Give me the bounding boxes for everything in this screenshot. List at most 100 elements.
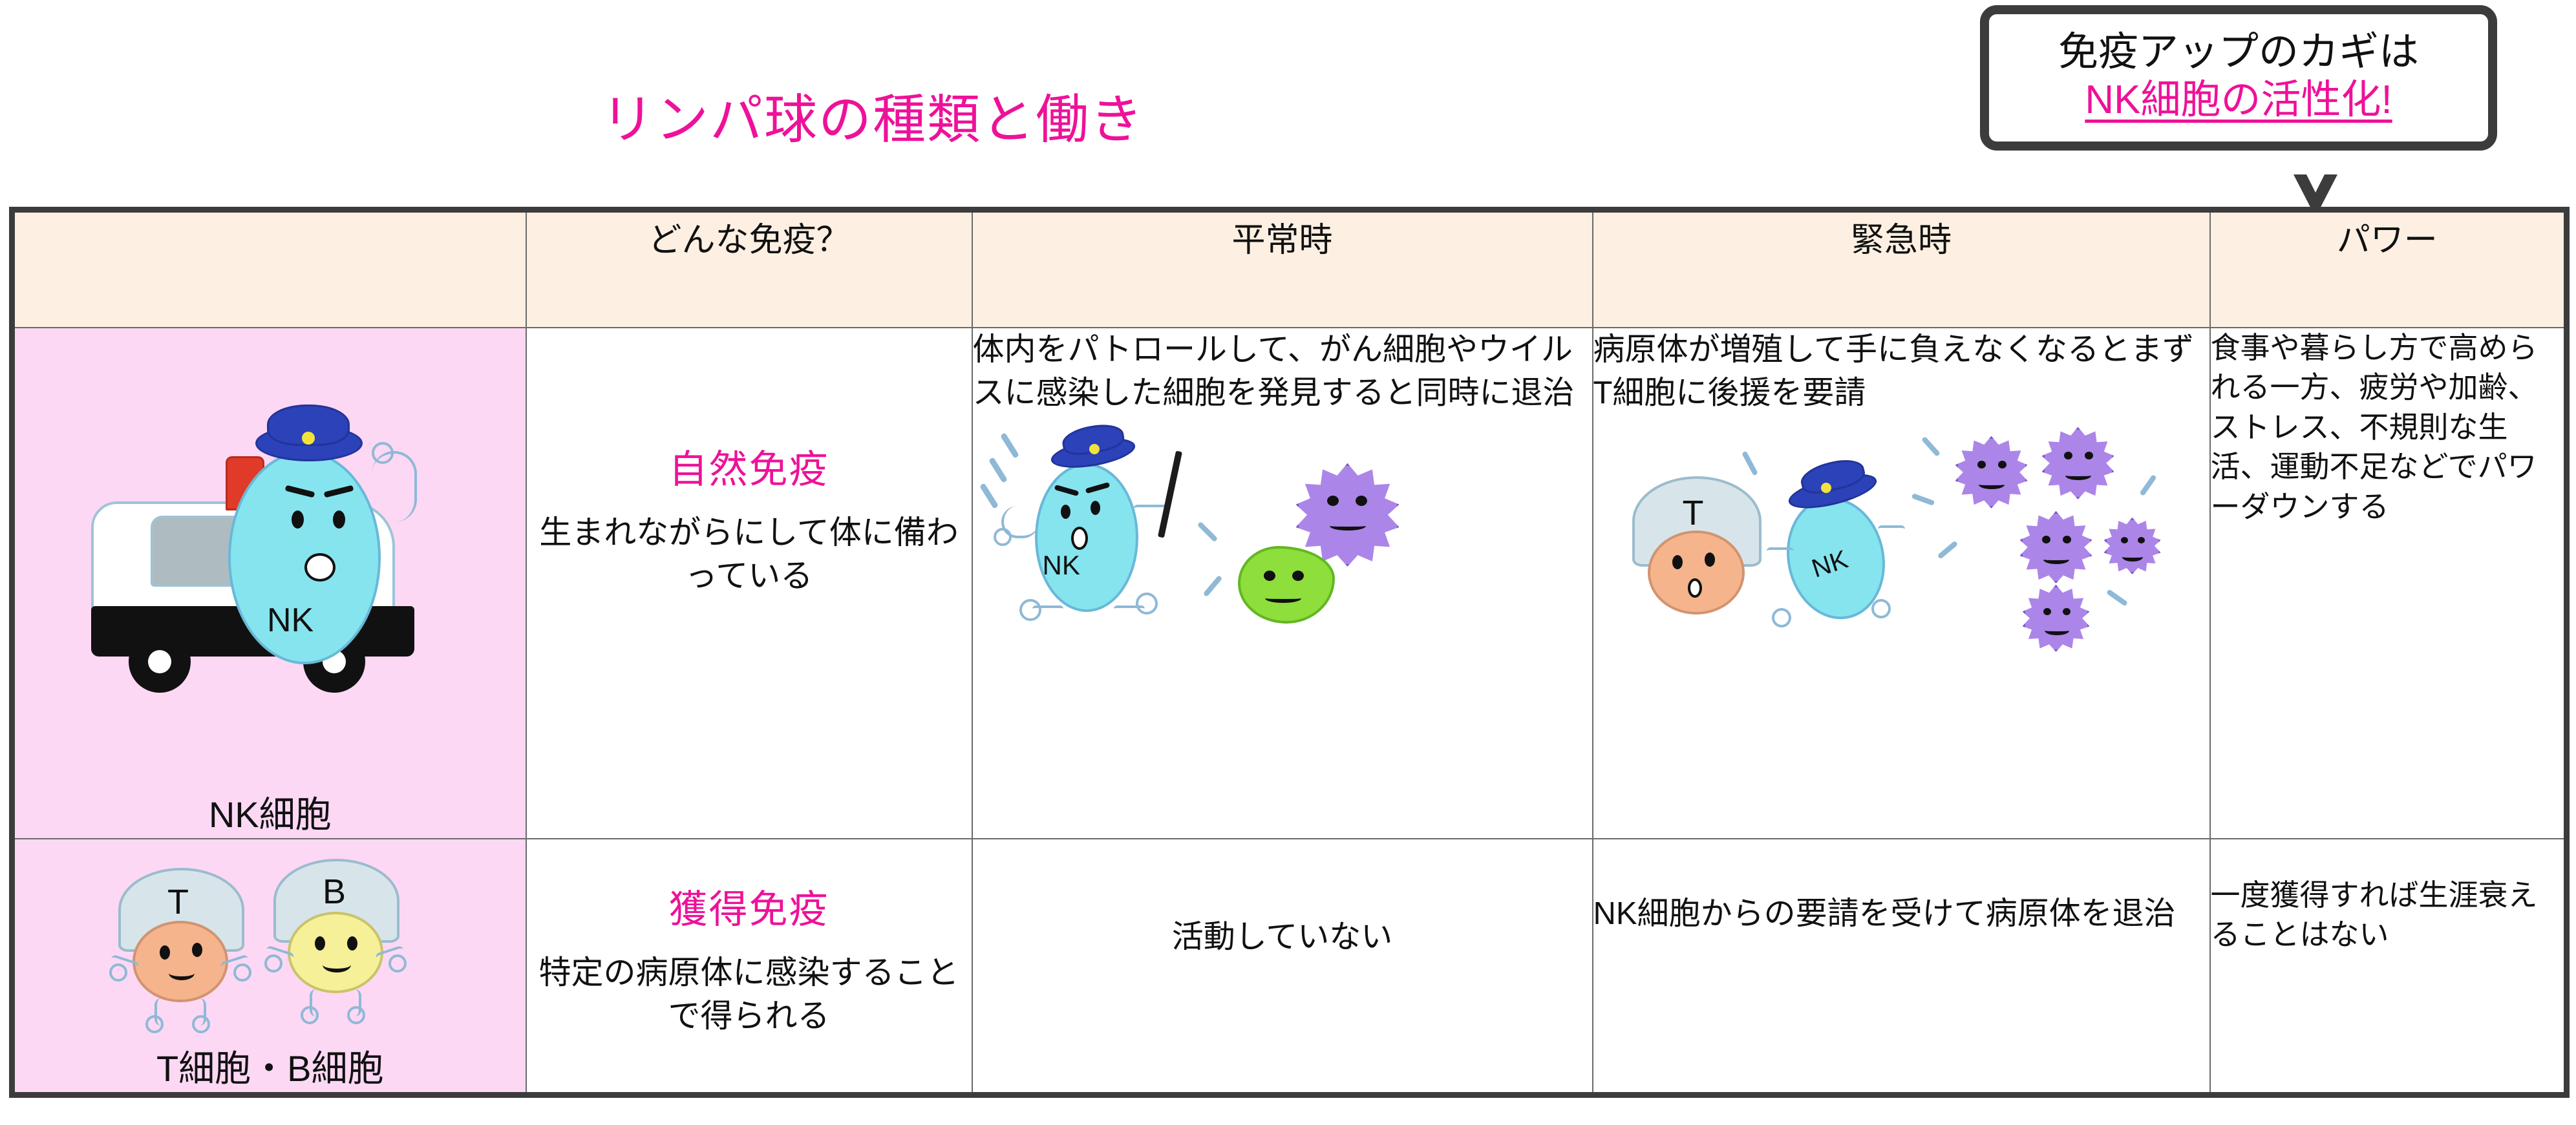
virus-2-eye-left: [2063, 451, 2072, 459]
nk-arm-right-emergency: [1877, 525, 1905, 533]
nk-police-cap-badge: [302, 431, 315, 445]
immunity-name-adaptive: 獲得免疫: [668, 887, 829, 931]
callout-line-1: 免疫アップのカギは: [2058, 30, 2419, 74]
t-cell-eye-right: [1704, 552, 1715, 567]
header-cell-emergency: 緊急時: [1591, 209, 2211, 328]
nk-leg-right-patrol: [1113, 605, 1145, 612]
tb-cell-illustration-cell: T B: [11, 837, 527, 1095]
nk-police-car-illustration: NK: [15, 328, 526, 781]
motion-line-7: [1921, 436, 1941, 457]
nk-foot-right-emergency: [1871, 598, 1891, 618]
police-car-wheel-hub-left: [148, 649, 171, 673]
nk-arm-left-patrol: [1001, 505, 1039, 538]
germ-green-eye-left: [1263, 570, 1275, 581]
nk-leg-left-patrol: [1032, 605, 1063, 612]
motion-line-2: [988, 457, 1008, 483]
b-cell-foot-left: [301, 1005, 319, 1024]
b-cell-hand-right: [389, 954, 407, 973]
virus-purple-eye-right: [1355, 495, 1367, 506]
baton-icon: [1157, 450, 1182, 538]
nk-immunity-type-cell: 自然免疫 生まれながらにして体に備わっている: [525, 326, 973, 839]
b-cell-leg-right: [348, 989, 361, 1016]
virus-purple-icon: [1295, 463, 1400, 567]
virus-1-eye-left: [1977, 460, 1986, 468]
virus-3-eye-right: [2062, 535, 2071, 543]
tb-emergency-cell: NK細胞からの要請を受けて病原体を退治: [1591, 837, 2211, 1095]
virus-purple-icon-5: [2022, 584, 2090, 652]
nk-arm-right: [372, 450, 417, 522]
nk-foot-left-patrol: [1019, 598, 1041, 621]
motion-line-8: [1911, 492, 1935, 506]
b-cell-eye-left: [315, 936, 325, 951]
table-row: NK NK細胞 自然免疫 生まれながらにして体に備わっている 体内をパトロールし…: [11, 326, 2568, 839]
immunity-name-innate: 自然免疫: [668, 447, 829, 491]
virus-5-eye-right: [2062, 607, 2070, 615]
nk-eye-left: [292, 510, 304, 529]
virus-3-eye-left: [2041, 535, 2050, 543]
nk-normal-state-cell: 体内をパトロールして、がん細胞やウイルスに感染した細胞を発見すると同時に退治: [971, 326, 1593, 839]
virus-purple-eye-left: [1326, 495, 1339, 506]
virus-1-eye-right: [1997, 460, 2007, 468]
callout-line-2: NK細胞の活性化!: [2085, 78, 2392, 123]
motion-line-9: [1937, 540, 1958, 560]
motion-line-10: [2138, 474, 2157, 496]
b-cell-mouth: [323, 957, 351, 973]
virus-2-eye-right: [2084, 451, 2093, 459]
lymphocyte-table: どんな免疫？ 平常時 緊急時 パワー: [9, 207, 2570, 1098]
nk-emergency-cell: 病原体が増殖して手に負えなくなるとまずT細胞に後援を要請 T NK: [1591, 326, 2211, 839]
virus-4-mouth: [2122, 552, 2143, 562]
virus-5-eye-left: [2043, 607, 2051, 615]
motion-line-4: [1197, 521, 1218, 542]
germ-green-eye-right: [1292, 570, 1304, 581]
tb-normal-state-cell: 活動していない: [971, 837, 1593, 1095]
header-cell-blank: [11, 209, 527, 328]
nk-hand-left-patrol: [993, 527, 1012, 546]
germ-green-icon: [1237, 545, 1335, 624]
immunity-desc-adaptive: 特定の病原体に感染することで得られる: [538, 954, 959, 1034]
header-cell-type: どんな免疫？: [525, 209, 973, 328]
header-cell-normal: 平常時: [971, 209, 1593, 328]
nk-patrol-illustration: NK: [973, 420, 1592, 624]
t-cell-helmet-letter-row2: T: [167, 882, 189, 921]
nk-eye-left-patrol: [1060, 504, 1070, 519]
virus-purple-icon-3: [2019, 510, 2092, 584]
tb-cell-illustration: T B: [15, 851, 526, 1033]
b-cell-head: [288, 911, 383, 993]
germ-green-mouth: [1264, 594, 1301, 603]
t-cell-head: [1647, 530, 1745, 615]
nk-badge-text-patrol: NK: [1042, 549, 1080, 580]
immunity-desc-innate: 生まれながらにして体に備わっている: [539, 514, 959, 594]
motion-line-5: [1202, 574, 1222, 597]
motion-line-11: [2105, 589, 2128, 607]
table-header-row: どんな免疫？ 平常時 緊急時 パワー: [11, 209, 2568, 328]
nk-arm-left-emergency: [1766, 547, 1794, 555]
t-cell-hand-left: [109, 963, 127, 982]
nk-arm-right-patrol: [1133, 504, 1169, 514]
nk-cap-badge-emergency: [1820, 482, 1831, 493]
table-row: T B: [11, 837, 2568, 1095]
t-cell-mouth: [1687, 578, 1702, 598]
nk-cell-illustration-cell: NK NK細胞: [11, 326, 527, 839]
nk-police-cap: [267, 404, 350, 446]
nk-foot-right-patrol: [1135, 592, 1158, 615]
motion-line-3: [979, 483, 999, 509]
virus-2-mouth: [2065, 471, 2091, 480]
header-cell-power: パワー: [2209, 209, 2568, 328]
nk-power-text: 食事や暮らし方で高められる一方、疲労や加齢、ストレス、不規則な生活、運動不足など…: [2210, 330, 2538, 524]
virus-3-mouth: [2043, 555, 2069, 564]
t-cell-hand-right: [233, 963, 251, 982]
t-cell-leg-right: [193, 998, 206, 1025]
nk-normal-state-text: 体内をパトロールして、がん細胞やウイルスに感染した細胞を発見すると同時に退治: [972, 331, 1575, 411]
b-cell-leg-left: [310, 989, 323, 1016]
callout-box: 免疫アップのカギは NK細胞の活性化!: [1980, 5, 2497, 151]
tb-normal-state-text: 活動していない: [1171, 919, 1393, 954]
nk-badge-text: NK: [267, 601, 314, 639]
t-cell-helmet-letter: T: [1682, 493, 1704, 532]
nk-power-cell: 食事や暮らし方で高められる一方、疲労や加齢、ストレス、不規則な生活、運動不足など…: [2209, 326, 2568, 839]
motion-line-6: [1741, 450, 1758, 476]
nk-mouth: [304, 552, 335, 582]
nk-mouth-patrol: [1070, 526, 1088, 550]
t-cell-head-row2: [133, 920, 228, 1002]
t-cell-foot-right: [192, 1015, 210, 1033]
bubble-tail-inner: [2303, 168, 2328, 193]
